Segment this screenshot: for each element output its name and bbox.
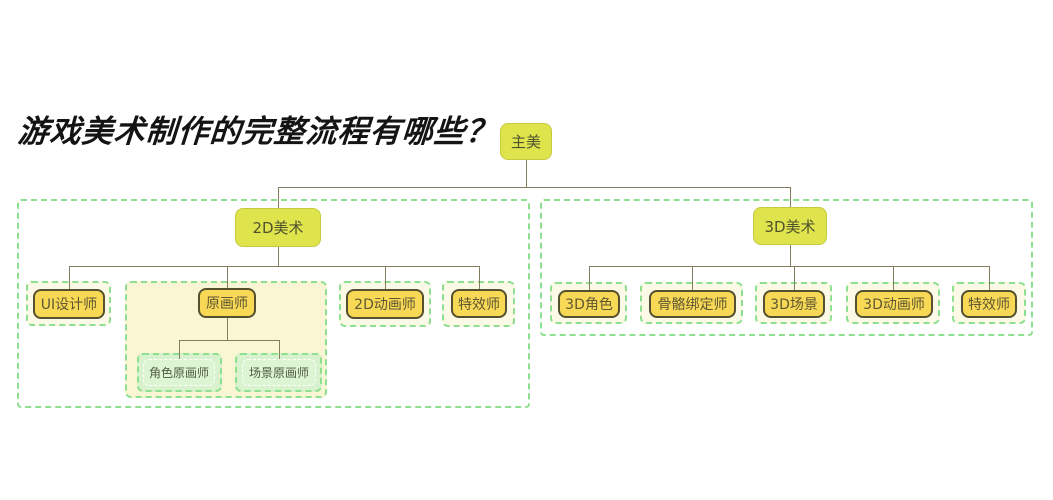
connector-line — [227, 266, 228, 289]
connector-line — [989, 266, 990, 291]
connector-line — [692, 266, 693, 291]
node-3d-vfx-artist[interactable]: 特效师 — [961, 290, 1017, 318]
node-ui-designer[interactable]: UI设计师 — [33, 289, 105, 319]
connector-line — [790, 187, 791, 208]
connector-line — [526, 158, 527, 187]
connector-line — [278, 247, 279, 266]
connector-line — [179, 340, 180, 360]
node-rigger[interactable]: 骨骼绑定师 — [649, 290, 736, 318]
connector-line — [179, 340, 279, 341]
node-3d-scene[interactable]: 3D场景 — [763, 290, 825, 318]
boundary-2d-branch — [17, 199, 530, 408]
connector-line — [589, 266, 590, 291]
node-scene-concept-artist[interactable]: 场景原画师 — [242, 359, 316, 386]
connector-line — [69, 266, 70, 290]
connector-line — [794, 266, 795, 291]
node-2d-art[interactable]: 2D美术 — [235, 208, 321, 247]
node-2d-animator[interactable]: 2D动画师 — [346, 289, 424, 319]
connector-line — [69, 266, 479, 267]
connector-line — [790, 244, 791, 266]
connector-line — [278, 187, 790, 188]
node-3d-animator[interactable]: 3D动画师 — [855, 290, 933, 318]
connector-line — [589, 266, 989, 267]
connector-line — [227, 318, 228, 340]
connector-line — [479, 266, 480, 290]
node-3d-character[interactable]: 3D角色 — [558, 290, 620, 318]
connector-line — [279, 340, 280, 360]
node-lead-artist[interactable]: 主美 — [500, 123, 552, 160]
node-3d-art[interactable]: 3D美术 — [753, 207, 827, 245]
node-character-concept-artist[interactable]: 角色原画师 — [143, 359, 215, 386]
connector-line — [278, 187, 279, 209]
node-2d-vfx-artist[interactable]: 特效师 — [451, 289, 507, 318]
page-title: 游戏美术制作的完整流程有哪些？ — [16, 114, 500, 150]
node-concept-artist[interactable]: 原画师 — [198, 288, 256, 318]
connector-line — [893, 266, 894, 291]
connector-line — [385, 266, 386, 290]
boundary-3d-branch — [540, 199, 1033, 336]
